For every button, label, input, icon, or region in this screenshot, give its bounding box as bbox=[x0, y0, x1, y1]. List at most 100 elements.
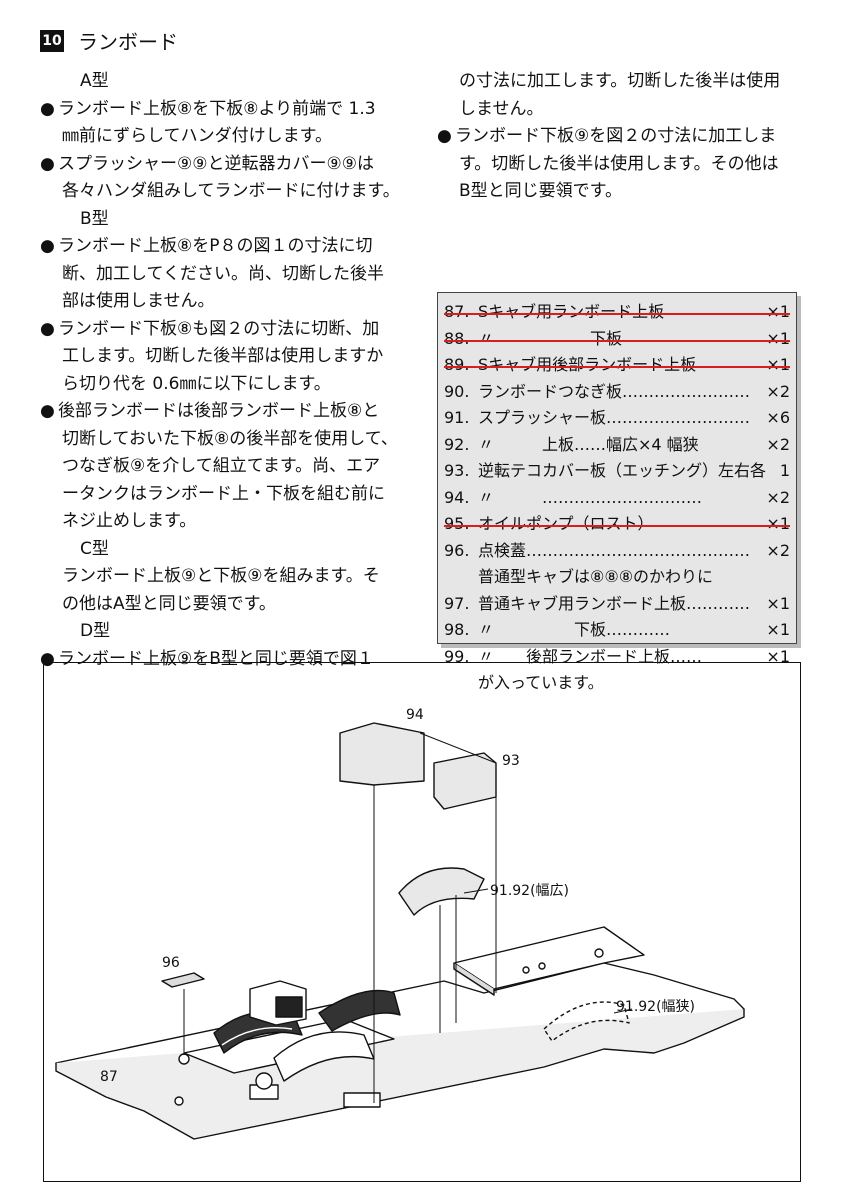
instruction-text: ランボード上板⑨をB型と同じ要領で図１ bbox=[58, 648, 374, 669]
instruction-text: ランボード上板⑧を下板⑧より前端で 1.3 bbox=[58, 98, 376, 119]
part-name: 逆転テコカバー板（エッチング）左右各 bbox=[478, 461, 767, 480]
part-number: 89. bbox=[444, 355, 470, 374]
bullet-icon: ● bbox=[40, 318, 55, 339]
part-quantity: 1 bbox=[779, 461, 790, 480]
bullet-icon: ● bbox=[40, 236, 55, 256]
part-number: 98. bbox=[444, 620, 470, 639]
parts-note: が入っています。 bbox=[478, 673, 604, 692]
splasher-mid bbox=[273, 1031, 375, 1082]
parts-row: 93. 逆転テコカバー板（エッチング）左右各 1 bbox=[444, 458, 790, 485]
instruction-text: 切断しておいた下板⑧の後半部を使用して、 bbox=[62, 428, 398, 449]
exploded-view-drawing: 94 93 91.92(幅広) 96 91.92(幅狭) 87 bbox=[55, 707, 745, 1140]
part-number: 90. bbox=[444, 381, 470, 401]
bullet-line: ●ランボード下板⑨を図２の寸法に加工しま bbox=[437, 123, 807, 151]
part-number: 91. bbox=[444, 408, 470, 427]
rear-upper-board bbox=[453, 926, 645, 990]
part-number: 93. bbox=[444, 461, 470, 480]
parts-row: 90. ランボードつなぎ板…………………… ×2 bbox=[444, 379, 790, 406]
bullet-line: ●スプラッシャー⑨⑨と逆転器カバー⑨⑨は bbox=[40, 151, 400, 179]
instruction-text: ネジ止めします。 bbox=[62, 511, 197, 531]
instruction-text: の寸法に加工します。切断した後半は使用 bbox=[459, 71, 781, 91]
part-quantity: ×6 bbox=[766, 408, 790, 427]
parts-row: 92.〃 上板……幅広×4 幅狭×2 bbox=[444, 432, 790, 459]
part-number: 95. bbox=[444, 514, 470, 533]
instruction-text: ランボード上板⑧をP８の図１の寸法に切 bbox=[58, 236, 373, 256]
instruction-text: ランボード下板⑧も図２の寸法に切断、加 bbox=[58, 318, 380, 339]
parts-row: 91. スプラッシャー板……………………… ×6 bbox=[444, 405, 790, 432]
part-quantity: ×1 bbox=[766, 646, 790, 666]
part-number: 96. bbox=[444, 540, 470, 560]
instruction-text: 断、加工してください。尚、切断した後半 bbox=[62, 263, 384, 284]
bullet-icon: ● bbox=[40, 153, 55, 174]
part-name: 〃 下板………… bbox=[478, 620, 671, 639]
part-number: 99. bbox=[444, 646, 470, 666]
instruction-text: B型と同じ要領です。 bbox=[459, 181, 622, 201]
part-quantity: ×1 bbox=[766, 514, 790, 533]
section-number: 10 bbox=[40, 29, 64, 52]
type-heading: B型 bbox=[80, 208, 109, 229]
bullet-icon: ● bbox=[40, 98, 55, 119]
part-quantity: ×1 bbox=[766, 302, 790, 321]
parts-note: 普通型キャブは⑧⑧⑧のかわりに bbox=[478, 567, 714, 586]
part-name: 〃 ………………………… bbox=[478, 487, 703, 507]
part-quantity: ×2 bbox=[766, 381, 790, 401]
section-title: ランボード bbox=[78, 30, 178, 54]
parts-row: 88. 〃 下板 ×1 bbox=[444, 326, 790, 353]
label-94: 94 bbox=[406, 707, 424, 723]
part-number: 97. bbox=[444, 593, 470, 613]
parts-row: 89. Sキャブ用後部ランボード上板 ×1 bbox=[444, 352, 790, 379]
type-heading: D型 bbox=[80, 621, 111, 641]
assembly-diagram: 94 93 91.92(幅広) 96 91.92(幅狭) 87 bbox=[43, 662, 801, 1182]
part-name: スプラッシャー板……………………… bbox=[478, 408, 751, 427]
bullet-line: ●後部ランボードは後部ランボード上板⑧と bbox=[40, 398, 400, 426]
splasher-dashed bbox=[543, 1001, 630, 1042]
instruction-text: 後部ランボードは後部ランボード上板⑧と bbox=[58, 401, 380, 421]
parts-row: 98.〃 下板…………×1 bbox=[444, 617, 790, 644]
parts-row: 97. 普通キャブ用ランボード上板………… ×1 bbox=[444, 591, 790, 618]
bullet-icon: ● bbox=[437, 126, 452, 146]
part-name: オイルポンプ（ロスト） bbox=[478, 514, 654, 533]
part-quantity: ×1 bbox=[766, 593, 790, 613]
instruction-text: 工します。切断した後半部は使用しますか bbox=[62, 346, 384, 366]
instruction-text: しません。 bbox=[459, 98, 544, 119]
splasher-right bbox=[318, 989, 401, 1032]
instruction-text: ら切り代を 0.6㎜に以下にします。 bbox=[62, 373, 331, 394]
parts-list-box: 87. Sキャブ用ランボード上板 ×1 88. 〃 下板 ×1 89. Sキャブ用後部ランボー… bbox=[437, 292, 797, 692]
label-91-92-wide: 91.92(幅広) bbox=[490, 883, 569, 899]
instruction-text: 各々ハンダ組みしてランボードに付けます。 bbox=[62, 181, 400, 201]
part-quantity: ×2 bbox=[766, 487, 790, 507]
part-name: 〃 後部ランボード上板…… bbox=[478, 646, 703, 666]
part-name: Sキャブ用ランボード上板 bbox=[478, 302, 665, 321]
instruction-text: ㎜前にずらしてハンダ付けします。 bbox=[62, 126, 332, 146]
type-heading: C型 bbox=[80, 538, 109, 559]
part-quantity: ×2 bbox=[766, 540, 790, 560]
part-name: Sキャブ用後部ランボード上板 bbox=[478, 355, 697, 374]
part-quantity: ×1 bbox=[766, 355, 790, 374]
part-name: 点検蓋…………………………………… bbox=[478, 540, 751, 560]
bullet-line: ●ランボード下板⑧も図２の寸法に切断、加 bbox=[40, 316, 400, 344]
reverser-cover-93 bbox=[433, 752, 497, 810]
part-name: ランボードつなぎ板…………………… bbox=[478, 381, 751, 401]
parts-row: 96. 点検蓋…………………………………… ×2 bbox=[444, 538, 790, 565]
bullet-icon: ● bbox=[40, 401, 55, 421]
label-96: 96 bbox=[162, 955, 180, 971]
part-quantity: ×1 bbox=[766, 328, 790, 348]
splasher-top-wide bbox=[398, 867, 485, 916]
part-number: 94. bbox=[444, 487, 470, 507]
part-name: 〃 下板 bbox=[478, 328, 623, 348]
parts-row: 87. Sキャブ用ランボード上板 ×1 bbox=[444, 299, 790, 326]
instruction-text: ランボード下板⑨を図２の寸法に加工しま bbox=[455, 126, 777, 146]
right-instructions: の寸法に加工します。切断した後半は使用しません。 ●ランボード下板⑨を図２の寸法に… bbox=[437, 68, 807, 206]
section-heading: 10 ランボード bbox=[40, 26, 178, 55]
part-number: 87. bbox=[444, 302, 470, 321]
reverser-cover-94 bbox=[339, 722, 425, 786]
part-number: 88. bbox=[444, 328, 470, 348]
part-name: 普通キャブ用ランボード上板………… bbox=[478, 593, 751, 613]
parts-row: 99. 〃 後部ランボード上板…… ×1 bbox=[444, 644, 790, 671]
instruction-text: の他はA型と同じ要領です。 bbox=[62, 593, 276, 614]
instruction-text: つなぎ板⑨を介して組立てます。尚、エア bbox=[62, 456, 381, 476]
part-number: 92. bbox=[444, 434, 470, 454]
instruction-text: す。切断した後半は使用します。その他は bbox=[459, 153, 779, 174]
parts-row: 95. オイルポンプ（ロスト） ×1 bbox=[444, 511, 790, 538]
